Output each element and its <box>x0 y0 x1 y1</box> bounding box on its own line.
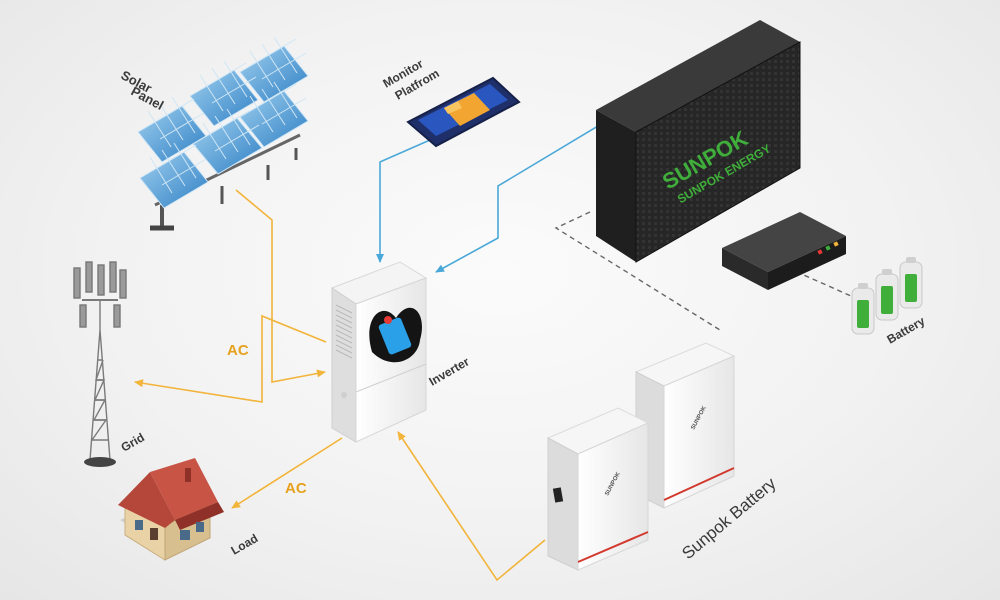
power-line-solar-inverter <box>235 189 326 383</box>
connections <box>134 125 861 582</box>
dashed-line-cabinet-battery <box>554 211 721 331</box>
power-line-battery-inverter <box>397 431 546 582</box>
data-line-monitor-inverter <box>376 139 431 263</box>
ac-load-label: AC <box>285 480 307 497</box>
solar-panel-icon <box>137 36 309 231</box>
cell-tower-icon <box>73 261 127 467</box>
smartphone-icon <box>406 76 521 148</box>
server-cabinet-icon: SUNPOK SUNPOK ENERGY <box>596 20 801 263</box>
battery-module-icon: SUNPOK SUNPOK <box>546 342 736 571</box>
bms-unit-icon <box>722 212 846 290</box>
house-icon <box>118 458 224 561</box>
inverter-icon <box>330 261 428 443</box>
grid-label: Grid <box>119 430 147 454</box>
power-line-inverter-load <box>231 437 343 509</box>
battery-cells-icon <box>851 257 923 335</box>
power-line-inverter-grid <box>134 314 327 403</box>
inverter-label: Inverter <box>427 354 472 388</box>
data-line-cabinet-inverter <box>435 125 599 273</box>
ac-grid-label: AC <box>227 342 249 359</box>
load-label: Load <box>229 531 261 557</box>
